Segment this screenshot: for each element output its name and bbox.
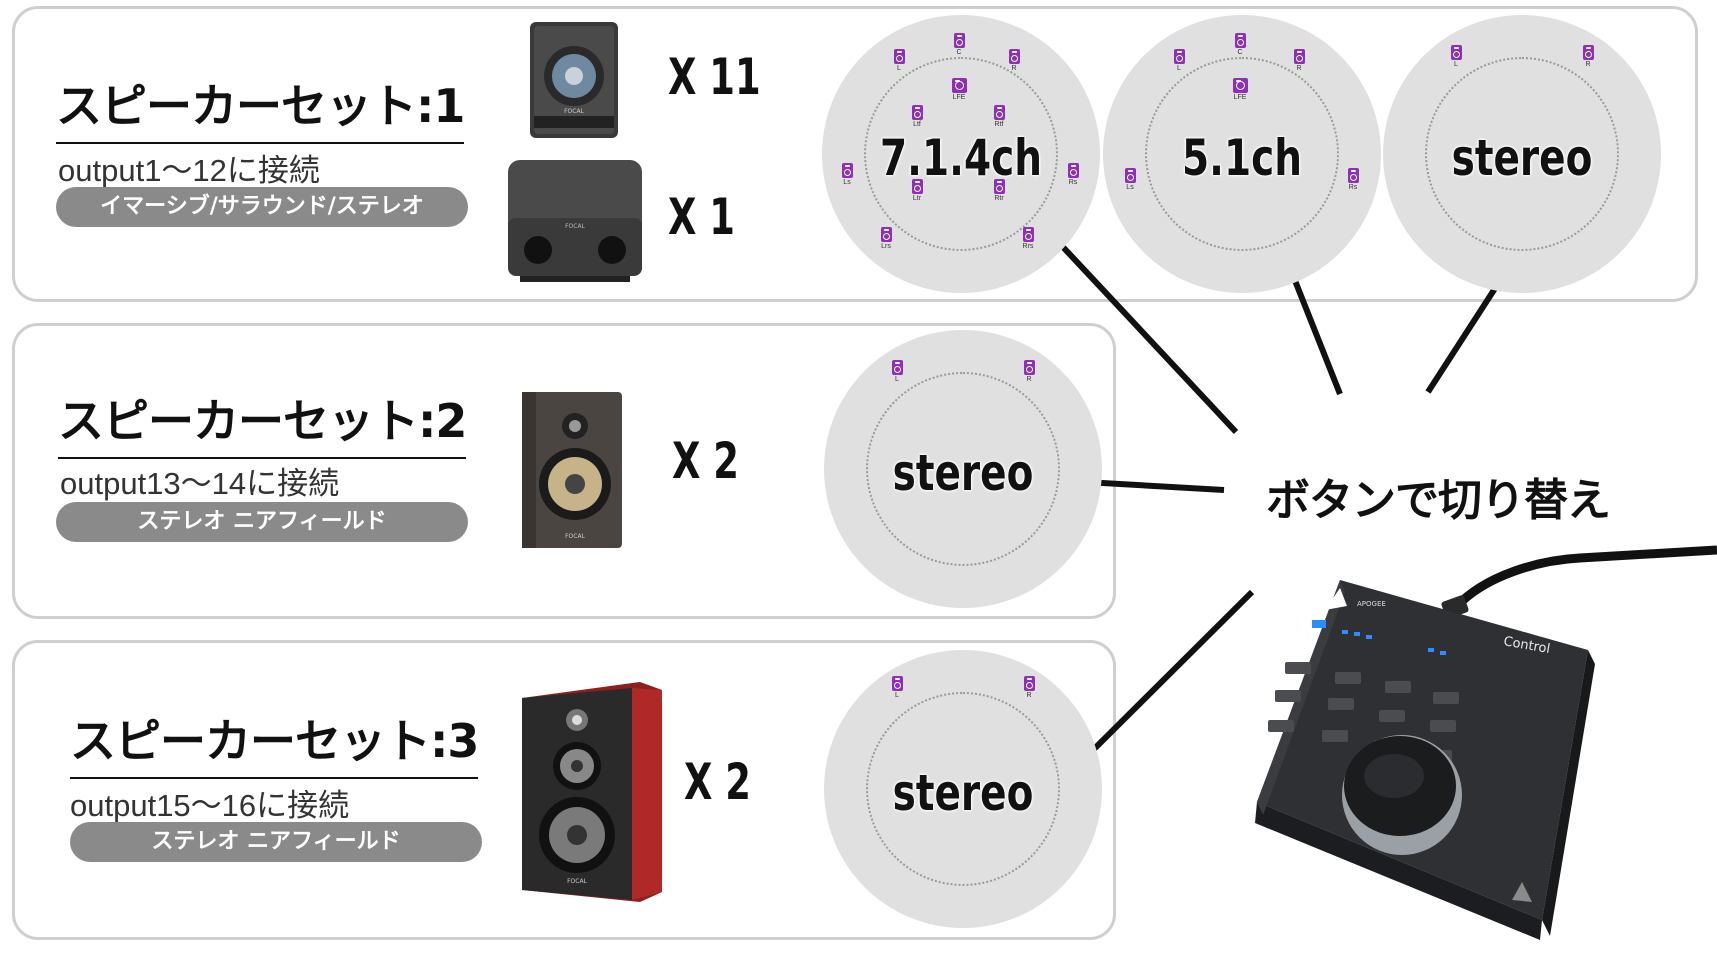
speaker-label: R — [1026, 376, 1032, 383]
speaker-l-icon: L — [884, 676, 910, 700]
speaker-label: Ls — [843, 179, 851, 186]
speaker-r-icon: R — [1001, 49, 1027, 73]
layout-label: stereo — [892, 764, 1034, 822]
layout-7-1-4ch: 7.1.4ch L C R LFE Ltf Rtf Ls Rs Ltr Rtr … — [822, 15, 1100, 293]
speaker-ltr-icon: Ltr — [904, 179, 930, 203]
subwoofer-image: FOCAL — [508, 160, 642, 282]
layout-label: stereo — [1451, 129, 1593, 187]
speaker-label: C — [1237, 49, 1243, 56]
speaker-label: Rtr — [994, 195, 1004, 202]
layout-5-1ch: 5.1ch L C R LFE Ls Rs — [1103, 15, 1381, 293]
speaker-ls-icon: Ls — [834, 163, 860, 187]
speaker-label: R — [1296, 65, 1302, 72]
speaker-label: LFE — [952, 94, 966, 101]
connector-line — [1067, 589, 1255, 776]
speaker-rtf-icon: Rtf — [986, 105, 1012, 129]
speaker-r-icon: R — [1016, 360, 1042, 384]
speaker-label: L — [895, 376, 899, 383]
speaker-label: R — [1026, 692, 1032, 699]
speaker-l-icon: L — [886, 49, 912, 73]
speaker-lrs-icon: Lrs — [873, 227, 899, 251]
speaker-set-1-modes-badge: イマーシブ/サラウンド/ステレオ — [56, 187, 468, 227]
speaker-label: R — [1011, 65, 1017, 72]
speaker-c-icon: C — [1227, 33, 1253, 57]
layout-label: stereo — [892, 444, 1034, 502]
speaker-rtr-icon: Rtr — [986, 179, 1012, 203]
speaker-ls-icon: Ls — [1117, 168, 1143, 192]
layout-label: 5.1ch — [1182, 129, 1302, 187]
speaker-set-1-title: スピーカーセット:1 — [56, 70, 465, 144]
switch-caption: ボタンで切り替え — [1266, 475, 1611, 526]
speaker-set-1-output: output1〜12に接続 — [58, 153, 320, 188]
speaker-set-3-modes-badge: ステレオ ニアフィールド — [70, 822, 482, 862]
speaker-lfe-icon: LFE — [1227, 78, 1253, 102]
layout-ring — [866, 692, 1060, 886]
speaker-rs-icon: Rs — [1060, 163, 1086, 187]
layout-ring — [866, 372, 1060, 566]
speaker-label: Rs — [1348, 184, 1358, 191]
bookshelf-speaker-image: FOCAL — [522, 392, 622, 548]
three-way-speaker-image: FOCAL — [522, 682, 662, 902]
speaker-set-2-output: output13〜14に接続 — [60, 466, 340, 501]
speaker-label: C — [956, 49, 962, 56]
layout-ring — [1425, 57, 1619, 251]
speaker-r-icon: R — [1575, 45, 1601, 69]
speaker-c-icon: C — [946, 33, 972, 57]
layout-ring — [864, 57, 1058, 251]
speaker-label: L — [895, 692, 899, 699]
speaker-set-3-qty: X 2 — [684, 753, 751, 811]
layout-stereo-set-1: stereo L R — [1383, 15, 1661, 293]
speaker-brand-label: FOCAL — [565, 533, 585, 540]
speaker-label: Rtf — [994, 121, 1004, 128]
speaker-label: Lrs — [881, 243, 891, 250]
connector-line — [1059, 243, 1239, 435]
speaker-label: LFE — [1233, 94, 1247, 101]
speaker-set-2-modes-badge: ステレオ ニアフィールド — [56, 502, 468, 542]
speaker-ltf-icon: Ltf — [904, 105, 930, 129]
speaker-set-1-sub-qty: X 1 — [668, 188, 735, 246]
speaker-label: Ltf — [913, 121, 921, 128]
speaker-rs-icon: Rs — [1340, 168, 1366, 192]
speaker-set-2-qty: X 2 — [672, 432, 739, 490]
speaker-label: L — [897, 65, 901, 72]
speaker-label: Rrs — [1022, 243, 1034, 250]
speaker-label: L — [1454, 61, 1458, 68]
speaker-l-icon: L — [1443, 45, 1469, 69]
speaker-label: Rs — [1068, 179, 1078, 186]
speaker-set-3-title: スピーカーセット:3 — [70, 705, 479, 779]
speaker-set-2-title: スピーカーセット:2 — [58, 385, 467, 459]
speaker-brand-label: FOCAL — [565, 223, 585, 230]
speaker-label: L — [1177, 65, 1181, 72]
speaker-lfe-icon: LFE — [946, 78, 972, 102]
speaker-label: Ltr — [912, 195, 922, 202]
speaker-l-icon: L — [884, 360, 910, 384]
controller-brand: APOGEE — [1357, 600, 1386, 608]
speaker-rrs-icon: Rrs — [1015, 227, 1041, 251]
layout-label: 7.1.4ch — [880, 129, 1042, 187]
speaker-set-3-output: output15〜16に接続 — [70, 788, 350, 823]
layout-ring — [1145, 57, 1339, 251]
speaker-r-icon: R — [1286, 49, 1312, 73]
layout-stereo-set-2: stereo L R — [824, 330, 1102, 608]
layout-stereo-set-3: stereo L R — [824, 650, 1102, 928]
speaker-brand-label: FOCAL — [564, 108, 584, 115]
control-hardware-image: APOGEE Control — [1255, 545, 1717, 940]
speaker-label: Ls — [1126, 184, 1134, 191]
speaker-label: R — [1585, 61, 1591, 68]
monitor-speaker-image: FOCAL — [530, 22, 618, 138]
speaker-r-icon: R — [1016, 676, 1042, 700]
speaker-l-icon: L — [1166, 49, 1192, 73]
speaker-set-1-monitor-qty: X 11 — [668, 48, 761, 106]
speaker-brand-label: FOCAL — [567, 878, 587, 885]
